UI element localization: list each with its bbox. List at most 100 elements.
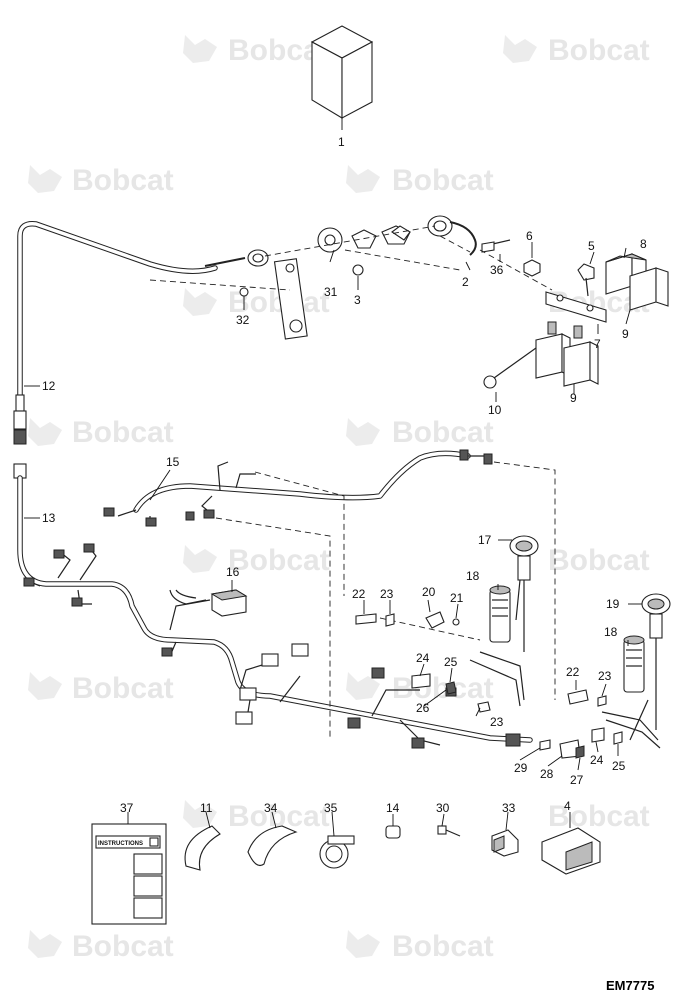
callout-12: 12 (42, 379, 56, 393)
callout-24b: 24 (590, 753, 604, 767)
figure-code: EM7775 (606, 978, 654, 993)
part-35-clip (319, 811, 355, 869)
callout-6: 6 (526, 229, 533, 243)
bobcat-logo-icon (183, 35, 217, 63)
callout-27: 27 (570, 773, 584, 787)
part-1-box (310, 25, 374, 130)
callout-23b: 23 (598, 669, 612, 683)
callout-1: 1 (338, 135, 345, 149)
callout-2: 2 (462, 275, 469, 289)
watermark-logo-icons (28, 35, 537, 958)
callout-9a: 9 (622, 327, 629, 341)
part-16-connector-block (169, 589, 248, 617)
callout-31: 31 (324, 285, 338, 299)
callout-37: 37 (120, 801, 134, 815)
callout-23a: 23 (380, 587, 394, 601)
callout-10: 10 (488, 403, 502, 417)
watermark-text: Bobcat (392, 416, 494, 449)
bobcat-logo-icon (28, 930, 62, 958)
callout-21: 21 (450, 591, 464, 605)
watermark-row-5: Bobcat Bobcat (228, 544, 650, 577)
watermark-text: Bobcat (72, 930, 174, 963)
part-10-screw (483, 347, 537, 402)
bobcat-logo-icon (28, 672, 62, 700)
bobcat-logo-icon (503, 35, 537, 63)
callout-28: 28 (540, 767, 554, 781)
part-5-bolt (577, 263, 595, 297)
part-6-nut (523, 259, 541, 277)
callout-25b: 25 (612, 759, 626, 773)
callout-24a: 24 (416, 651, 430, 665)
watermark-text: Bobcat (72, 416, 174, 449)
callout-22b: 22 (566, 665, 580, 679)
part-11-cable-tie (184, 811, 221, 871)
part-37-instructions: INSTRUCTIONS (91, 812, 167, 925)
callout-32: 32 (236, 313, 250, 327)
bobcat-logo-icon (346, 165, 380, 193)
small-terminals (355, 611, 661, 759)
callout-5: 5 (588, 239, 595, 253)
callout-36: 36 (490, 263, 504, 277)
watermark-text: Bobcat (392, 930, 494, 963)
grommet-assembly (247, 215, 477, 340)
part-18-sleeve-b (623, 635, 645, 693)
watermark-row-1: Bobcat Bobcat (228, 34, 650, 67)
leader-lines (24, 242, 642, 771)
callout-22a: 22 (352, 587, 366, 601)
callout-13: 13 (42, 511, 56, 525)
part-14-plug (385, 814, 401, 839)
callout-35: 35 (324, 801, 338, 815)
watermark-text: Bobcat (548, 800, 650, 833)
watermark-row-6: Bobcat Bobcat (72, 672, 494, 705)
watermark-text: Bobcat (392, 672, 494, 705)
callout-11: 11 (200, 801, 213, 815)
callout-30: 30 (436, 801, 450, 815)
watermark-row-4: Bobcat Bobcat (72, 416, 494, 449)
callout-15: 15 (166, 455, 180, 469)
instructions-title: INSTRUCTIONS (98, 841, 143, 847)
watermark-text: Bobcat (228, 544, 330, 577)
callout-25a: 25 (444, 655, 458, 669)
bobcat-logo-icon (183, 545, 217, 573)
callout-33: 33 (502, 801, 516, 815)
callout-4: 4 (564, 799, 571, 813)
callout-7: 7 (594, 337, 601, 351)
bobcat-logo-icon (346, 418, 380, 446)
callout-19: 19 (606, 597, 620, 611)
bobcat-logo-icon (28, 165, 62, 193)
callout-26: 26 (416, 701, 430, 715)
bobcat-logo-icon (28, 418, 62, 446)
harness-12 (13, 221, 246, 445)
watermark-row-2: Bobcat Bobcat (72, 164, 494, 197)
part-18-sleeve-a (489, 585, 511, 643)
callout-18b: 18 (604, 625, 618, 639)
callout-labels: 1 2 3 4 5 6 7 8 9 9 10 11 12 13 14 15 16… (42, 135, 647, 815)
callout-34: 34 (264, 801, 278, 815)
watermark-text: Bobcat (72, 164, 174, 197)
callout-23c: 23 (490, 715, 504, 729)
part-32-screw (239, 287, 249, 310)
callout-20: 20 (422, 585, 436, 599)
callout-3: 3 (354, 293, 361, 307)
part-33-bracket (491, 811, 519, 857)
watermark-text: Bobcat (392, 164, 494, 197)
relays-9-upper (605, 253, 669, 311)
part-17-switch (509, 535, 539, 652)
watermark-text: Bobcat (548, 544, 650, 577)
relays-9-lower (535, 321, 599, 387)
callout-16: 16 (226, 565, 240, 579)
bobcat-logo-icon (346, 930, 380, 958)
bobcat-logo-icon (183, 288, 217, 316)
part-36-pin (481, 239, 511, 253)
watermark-text: Bobcat (72, 672, 174, 705)
callout-17: 17 (478, 533, 492, 547)
watermark-text: Bobcat (548, 34, 650, 67)
connector-cluster (23, 507, 521, 749)
routing-dashed-lines (149, 235, 556, 740)
callout-14: 14 (386, 801, 400, 815)
callout-29: 29 (514, 761, 528, 775)
relay-bracket-7 (545, 291, 607, 323)
callout-8: 8 (640, 237, 647, 251)
callout-9b: 9 (570, 391, 577, 405)
